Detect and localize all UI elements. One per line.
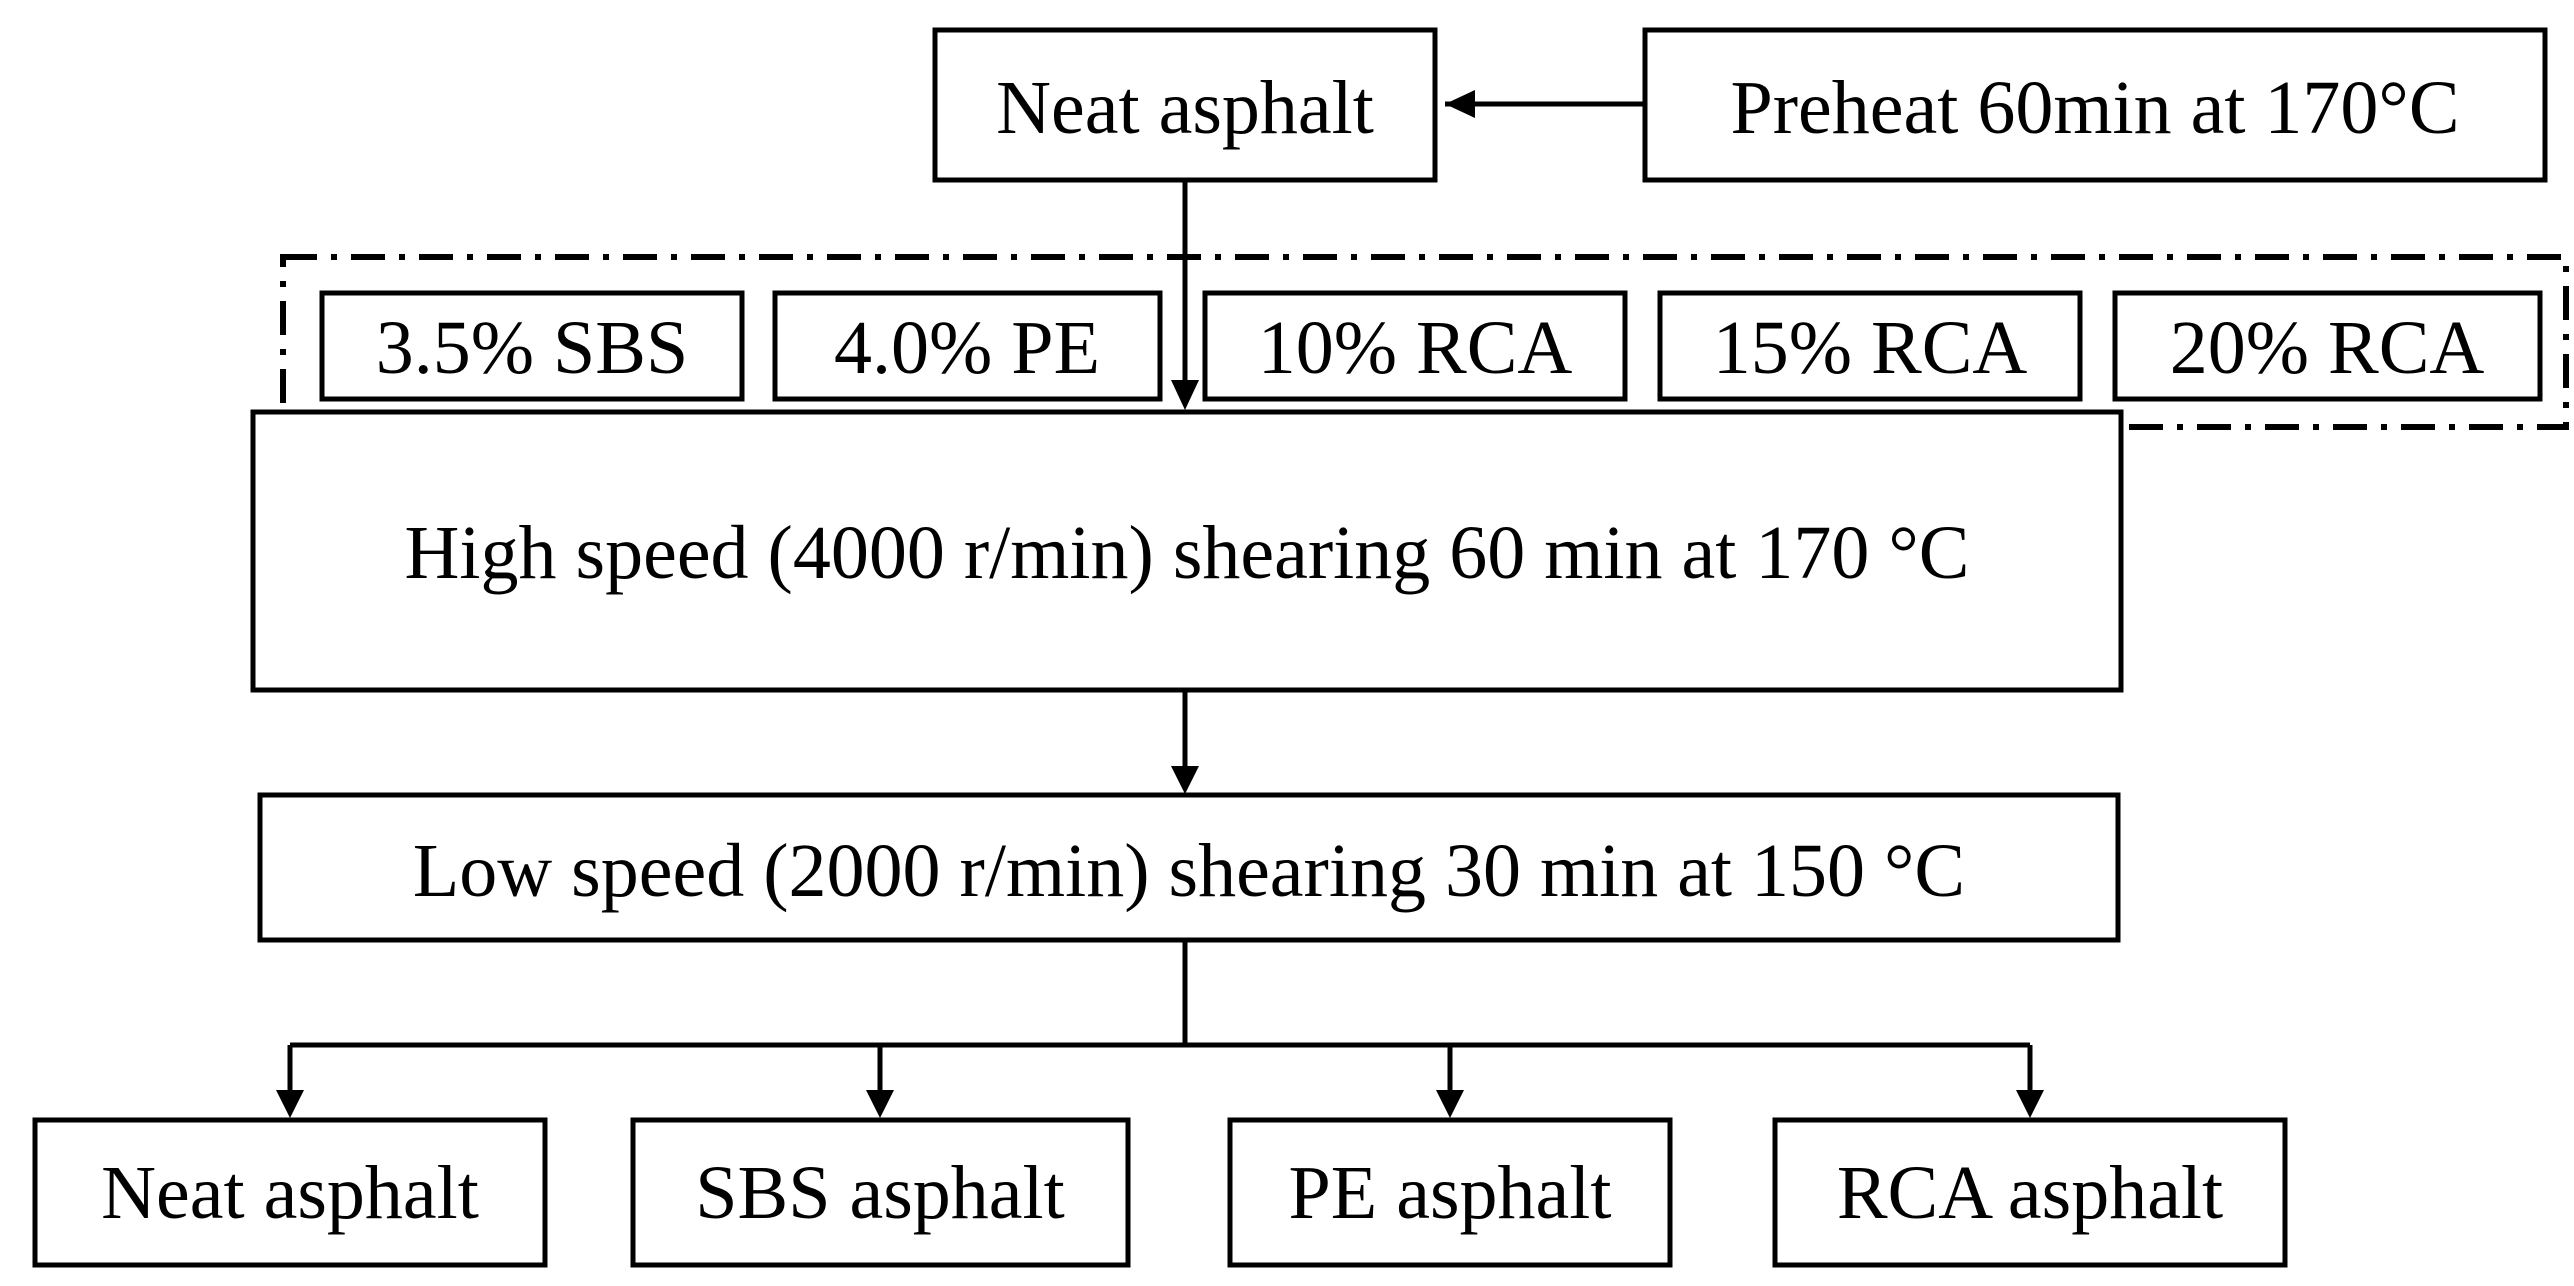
output-label-neat: Neat asphalt: [101, 1151, 479, 1235]
output-box-sbs: [630, 1117, 1131, 1268]
preheat-box: [1642, 27, 2548, 183]
arrowhead-preheat: [1445, 90, 1475, 118]
modifier-label-rca-15: 15% RCA: [1713, 306, 2028, 390]
high-speed-shearing-box: [250, 409, 2124, 693]
neat-asphalt-label: Neat asphalt: [996, 66, 1374, 150]
modifier-group-frame: [280, 254, 2569, 430]
arrowhead-out-pe: [1436, 1090, 1464, 1118]
arrowhead-high-speed: [1171, 380, 1199, 410]
output-box-rca: [1772, 1117, 2288, 1268]
modifier-label-pe: 4.0% PE: [834, 306, 1100, 390]
high-speed-shearing-label: High speed (4000 r/min) shearing 60 min …: [405, 511, 1970, 595]
arrowhead-out-neat: [276, 1090, 304, 1118]
modifier-label-rca-20: 20% RCA: [2170, 306, 2485, 390]
arrowhead-low-speed: [1171, 766, 1199, 794]
preheat-label: Preheat 60min at 170°C: [1730, 66, 2459, 150]
neat-asphalt-box: [932, 27, 1438, 183]
output-box-neat: [32, 1117, 548, 1268]
output-label-pe: PE asphalt: [1289, 1151, 1612, 1235]
modifier-label-rca-10: 10% RCA: [1258, 306, 1573, 390]
modifier-label-sbs: 3.5% SBS: [376, 306, 689, 390]
output-label-rca: RCA asphalt: [1837, 1151, 2223, 1235]
modifier-box-rca-15: [1657, 290, 2083, 402]
modifier-box-sbs: [319, 290, 745, 402]
arrowhead-out-sbs: [866, 1090, 894, 1118]
output-label-sbs: SBS asphalt: [695, 1151, 1065, 1235]
modifier-box-pe: [772, 290, 1163, 402]
low-speed-shearing-label: Low speed (2000 r/min) shearing 30 min a…: [413, 829, 1965, 913]
modifier-box-rca-10: [1202, 290, 1628, 402]
arrowhead-out-rca: [2016, 1090, 2044, 1118]
modifier-box-rca-20: [2112, 290, 2543, 402]
output-box-pe: [1227, 1117, 1673, 1268]
low-speed-shearing-box: [257, 792, 2121, 943]
